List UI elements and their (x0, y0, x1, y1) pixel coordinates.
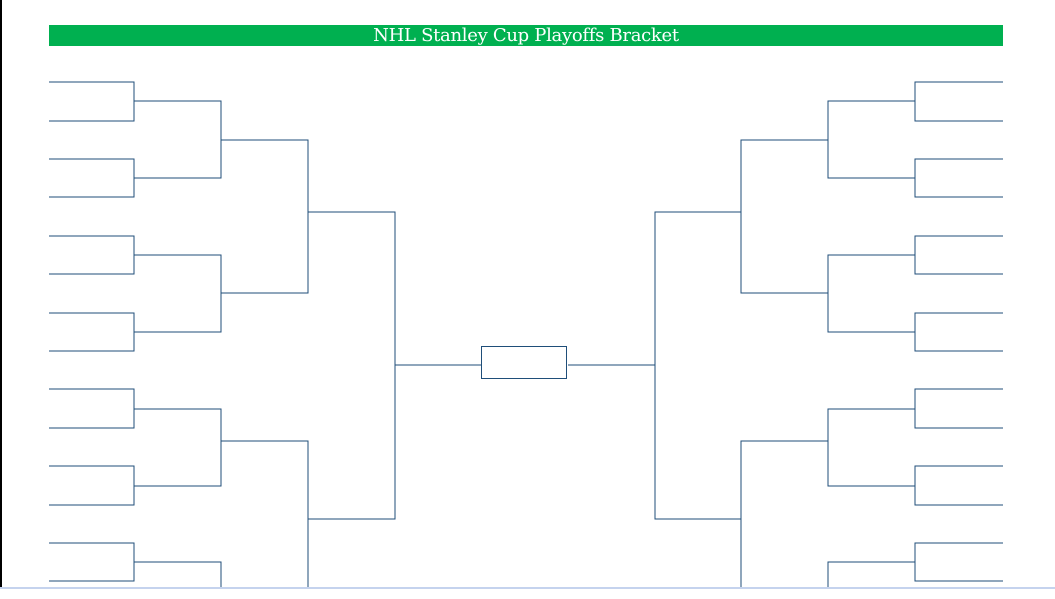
window-bottom-border (0, 587, 1055, 589)
left-round3-slot[interactable] (221, 423, 308, 440)
left-round4 (308, 211, 396, 520)
right-round3-slot[interactable] (741, 423, 828, 440)
left-round4-slot[interactable] (308, 501, 395, 518)
left-round1-slot[interactable] (49, 64, 135, 81)
right-round1-slot[interactable] (915, 295, 1001, 312)
right-round4-slot[interactable] (655, 194, 742, 211)
left-round1-slot[interactable] (49, 333, 135, 350)
right-round1-slot[interactable] (915, 333, 1001, 350)
right-round2-slot[interactable] (828, 237, 915, 254)
right-round1-slot[interactable] (915, 487, 1001, 504)
right-round2-slot[interactable] (828, 83, 915, 100)
left-round1-slot[interactable] (49, 256, 135, 273)
right-round2-slot[interactable] (828, 314, 915, 331)
left-round1-slot[interactable] (49, 525, 135, 542)
right-round3-slot[interactable] (741, 275, 828, 292)
right-round2-slot[interactable] (828, 544, 915, 561)
right-round1-slot[interactable] (915, 64, 1001, 81)
right-round1-slot[interactable] (915, 448, 1001, 465)
right-round3-slot[interactable] (741, 122, 828, 139)
left-round1-slot[interactable] (49, 563, 135, 580)
right-round1-slot[interactable] (915, 179, 1001, 196)
right-round1-slot[interactable] (915, 103, 1001, 120)
left-round3-slot[interactable] (221, 275, 308, 292)
left-round2-slot[interactable] (134, 160, 221, 177)
left-round2-slot[interactable] (134, 544, 221, 561)
right-round1-slot[interactable] (915, 218, 1001, 235)
bracket-title-banner: NHL Stanley Cup Playoffs Bracket (49, 25, 1003, 46)
right-round1-slot[interactable] (915, 563, 1001, 580)
left-round1-slot[interactable] (49, 295, 135, 312)
left-round1-slot[interactable] (49, 141, 135, 158)
right-round1-slot[interactable] (915, 410, 1001, 427)
left-round3-slot[interactable] (221, 582, 308, 599)
right-round1-slot[interactable] (915, 371, 1001, 388)
left-round3-slot[interactable] (221, 122, 308, 139)
right-round3 (740, 139, 828, 589)
left-round1-slot[interactable] (49, 371, 135, 388)
left-round2-slot[interactable] (134, 391, 221, 408)
left-round3 (221, 139, 309, 589)
window-left-border (0, 0, 2, 589)
left-round2-slot[interactable] (134, 83, 221, 100)
left-round1-slot[interactable] (49, 448, 135, 465)
right-round4-slot[interactable] (655, 501, 742, 518)
left-round2-slot[interactable] (134, 237, 221, 254)
right-round1-slot[interactable] (915, 256, 1001, 273)
left-round1-slot[interactable] (49, 103, 135, 120)
right-round3-slot[interactable] (741, 582, 828, 599)
right-round1 (914, 81, 1003, 582)
champion-slot[interactable] (481, 346, 567, 379)
right-round2-slot[interactable] (828, 391, 915, 408)
right-round1-slot[interactable] (915, 141, 1001, 158)
left-round1-slot[interactable] (49, 218, 135, 235)
right-round4 (654, 211, 741, 520)
right-round2-slot[interactable] (828, 160, 915, 177)
left-round2-slot[interactable] (134, 468, 221, 485)
right-round2-slot[interactable] (828, 468, 915, 485)
left-round1-slot[interactable] (49, 487, 135, 504)
left-round2-slot[interactable] (134, 314, 221, 331)
left-round4-slot[interactable] (308, 194, 395, 211)
left-round1-slot[interactable] (49, 410, 135, 427)
right-round1-slot[interactable] (915, 525, 1001, 542)
left-round1-slot[interactable] (49, 179, 135, 196)
